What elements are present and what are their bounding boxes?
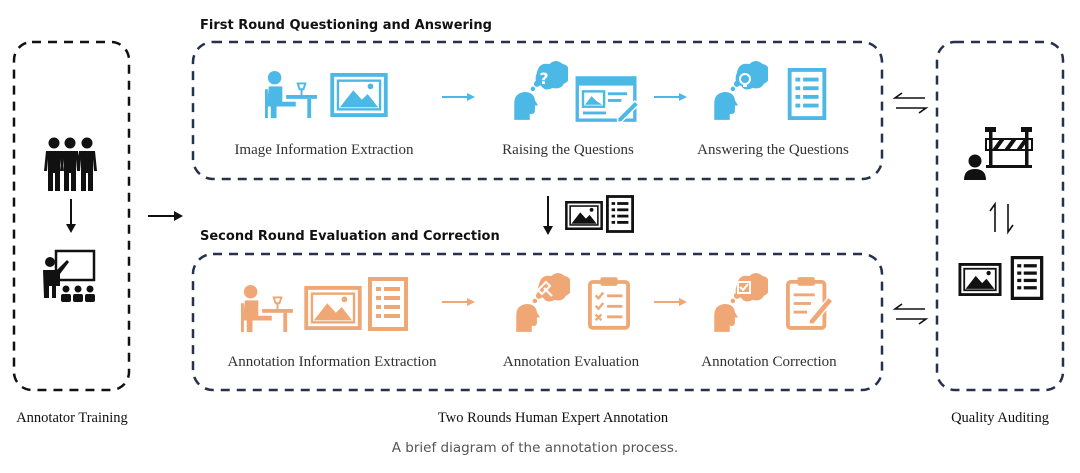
exchange-arrows-top <box>892 92 929 114</box>
figure-caption: A brief diagram of the annotation proces… <box>392 440 678 456</box>
right-arrow-to-rounds <box>148 211 183 221</box>
document-list-icon <box>368 277 408 331</box>
second-round-step-1-icons <box>240 277 408 334</box>
two-rounds-label: Two Rounds Human Expert Annotation <box>438 410 669 426</box>
second-round-step-2-icons <box>516 273 630 332</box>
image-icon <box>958 263 1002 296</box>
svg-text:?: ? <box>539 69 548 88</box>
quality-auditing-label: Quality Auditing <box>951 410 1049 426</box>
second-round-box <box>191 252 884 392</box>
quality-auditing-media-icons <box>958 256 1044 300</box>
quality-auditing-box <box>935 40 1065 392</box>
clipboard-checklist-icon <box>588 276 630 330</box>
down-arrow-left <box>66 199 76 233</box>
first-round-step-3-label: Answering the Questions <box>697 142 849 158</box>
person-at-desk-icon <box>264 70 318 120</box>
image-icon <box>565 201 603 230</box>
first-round-step-1-icons <box>264 70 388 120</box>
annotator-training-box <box>12 40 131 392</box>
vertical-exchange-arrows <box>989 201 1014 235</box>
first-round-arrow-2 <box>654 93 687 101</box>
image-icon <box>304 286 362 330</box>
second-round-title: Second Round Evaluation and Correction <box>200 229 500 244</box>
between-rounds-icons <box>565 195 634 233</box>
second-round-step-1-label: Annotation Information Extraction <box>227 354 437 370</box>
second-round-arrow-1 <box>442 298 475 306</box>
first-round-arrow-1 <box>442 93 475 101</box>
first-round-step-1-label: Image Information Extraction <box>234 142 414 158</box>
document-list-icon <box>606 195 634 233</box>
annotator-training-label: Annotator Training <box>16 410 128 426</box>
first-round-step-2-icons: ? <box>514 61 640 124</box>
exchange-arrows-bottom <box>892 303 929 325</box>
clipboard-edit-icon <box>786 276 834 330</box>
document-list-icon <box>787 68 827 120</box>
second-round-arrow-2 <box>654 298 687 306</box>
image-icon <box>330 73 388 117</box>
browser-edit-icon <box>575 76 640 124</box>
second-round-step-2-label: Annotation Evaluation <box>503 354 640 370</box>
between-rounds-arrow <box>543 196 553 235</box>
first-round-step-3-icons <box>714 61 827 120</box>
teacher-presentation-icon <box>43 249 96 302</box>
second-round-step-3-label: Annotation Correction <box>701 354 837 370</box>
first-round-box <box>191 40 884 181</box>
document-list-icon <box>1010 256 1044 300</box>
auditor-barrier-icon <box>964 127 1033 180</box>
second-round-step-3-icons <box>714 273 834 332</box>
thinking-idea-icon <box>714 61 768 120</box>
person-at-desk-icon <box>240 284 294 334</box>
thinking-gavel-icon <box>516 273 570 332</box>
first-round-step-2-label: Raising the Questions <box>502 142 634 158</box>
group-people-icon <box>44 137 97 191</box>
first-round-title: First Round Questioning and Answering <box>200 18 492 33</box>
